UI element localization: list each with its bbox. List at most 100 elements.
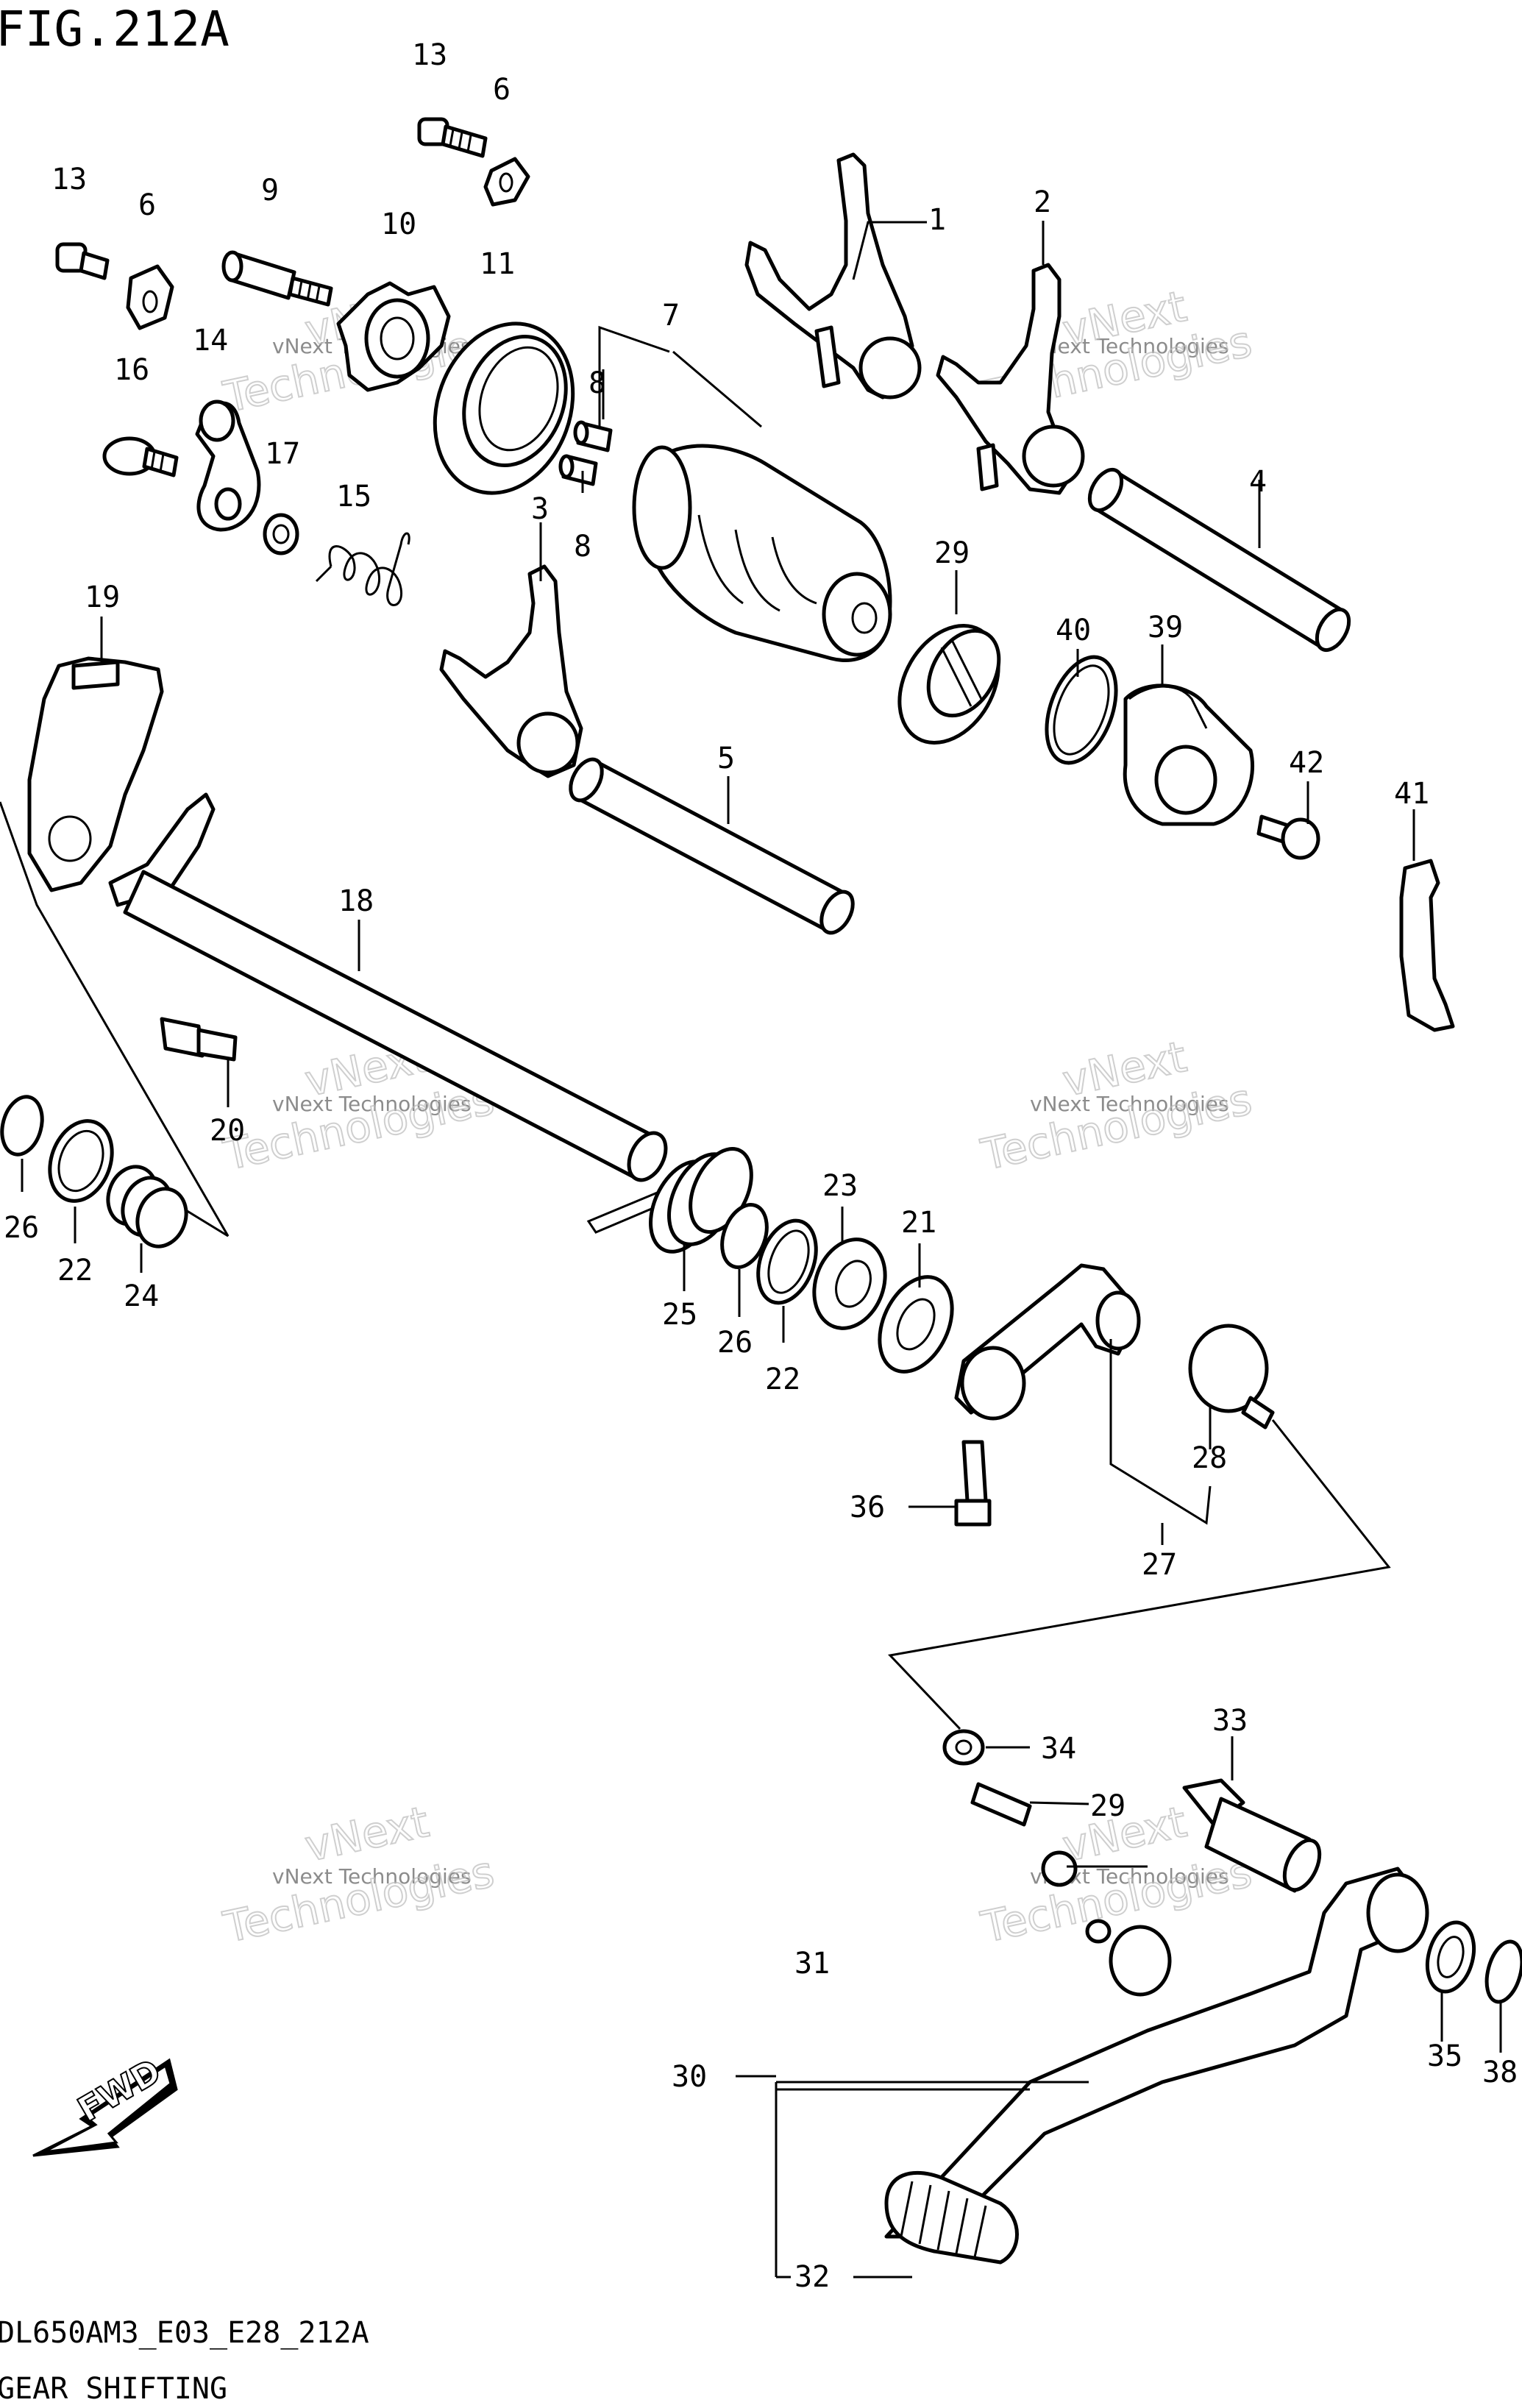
part-27-shift-arm <box>954 1263 1141 1421</box>
callout-42: 42 <box>1289 746 1324 780</box>
callout-30: 30 <box>672 2060 707 2094</box>
callout-19: 19 <box>85 580 120 614</box>
part-12-bearing <box>897 624 1001 745</box>
callout-13: 13 <box>412 38 447 72</box>
part-4-shaft <box>1087 468 1351 652</box>
callout-8: 8 <box>574 530 591 564</box>
callout-15: 15 <box>336 480 371 514</box>
callout-7: 7 <box>662 299 680 333</box>
part-6-lockwasher-top <box>483 157 530 207</box>
watermark-text: vNext Technologies <box>272 1864 472 1889</box>
part-22-washer-right <box>756 1218 818 1305</box>
part-15-spring <box>315 532 410 606</box>
callout-14: 14 <box>193 324 228 358</box>
callout-34: 34 <box>1041 1732 1076 1766</box>
callout-labels: 13 6 1 2 13 6 9 10 11 7 8 8 14 16 17 15 … <box>4 38 1518 2294</box>
watermark-text: vNext Technologies <box>272 1092 472 1116</box>
part-1-shift-fork <box>744 152 922 399</box>
part-3-shift-fork <box>439 564 583 778</box>
part-35-washer <box>1425 1920 1476 1994</box>
watermark-text: Technologies <box>219 1847 499 1953</box>
callout-35: 35 <box>1427 2039 1462 2073</box>
leader-lines <box>21 221 1502 2279</box>
callout-22: 22 <box>765 1363 800 1396</box>
figure-code: DL650AM3_E03_E28_212A <box>0 2316 369 2350</box>
callout-29: 29 <box>1090 1789 1126 1823</box>
callout-9: 9 <box>261 174 279 207</box>
part-38-circlip <box>1484 1939 1522 2004</box>
watermark-text: vNext Technologies <box>1030 334 1229 358</box>
part-41-clamp <box>1399 859 1455 1032</box>
callout-17: 17 <box>265 437 300 471</box>
callout-6: 6 <box>493 73 511 107</box>
part-10-cam-plate <box>336 281 451 392</box>
part-23-oil-seal <box>812 1237 887 1330</box>
callout-12: 29 <box>934 536 970 570</box>
figure-title: FIG.212A <box>0 1 230 57</box>
part-42-bolt <box>1256 814 1320 860</box>
callout-8: 8 <box>588 366 606 400</box>
callout-39: 39 <box>1148 611 1183 644</box>
part-30-gearshift-lever <box>884 1867 1429 2239</box>
callout-40: 40 <box>1056 614 1091 647</box>
part-24-spring-left <box>106 1165 188 1249</box>
callout-3: 3 <box>531 492 549 526</box>
callout-26: 26 <box>717 1326 753 1360</box>
part-22-washer-left <box>48 1119 114 1203</box>
callout-6: 6 <box>138 188 156 222</box>
callout-18: 18 <box>338 884 374 918</box>
callout-16: 16 <box>114 353 149 387</box>
callout-24: 24 <box>124 1279 159 1313</box>
part-17-washer <box>263 513 299 555</box>
callout-33: 33 <box>1212 1704 1248 1738</box>
part-11-bearing <box>433 322 575 495</box>
callout-32: 32 <box>794 2260 830 2294</box>
watermark-text: vNext <box>301 1797 433 1872</box>
part-18-shift-shaft <box>108 792 668 1182</box>
callout-27: 27 <box>1142 1548 1177 1582</box>
callout-28: 28 <box>1192 1441 1227 1475</box>
part-6-lockwasher-left <box>126 264 174 330</box>
part-21-washer <box>878 1275 954 1374</box>
part-16-bolt <box>102 436 179 477</box>
watermark-text: Technologies <box>977 1847 1256 1953</box>
callout-23: 23 <box>822 1169 858 1203</box>
callout-22: 22 <box>57 1254 93 1288</box>
callout-31: 31 <box>794 1947 830 1981</box>
part-26-circlip-left <box>0 1095 44 1157</box>
part-40-o-ring <box>1045 655 1118 765</box>
fwd-arrow-icon: FWD <box>32 2050 178 2157</box>
part-5-shaft <box>569 757 855 935</box>
callout-13: 13 <box>51 163 87 196</box>
part-25-return-spring <box>586 1147 753 1254</box>
shift-rod-line <box>887 1419 1391 1730</box>
figure-name: GEAR SHIFTING <box>0 2372 227 2406</box>
callout-26: 26 <box>4 1211 39 1245</box>
part-34-nut <box>942 1729 985 1766</box>
callout-38: 38 <box>1482 2056 1518 2089</box>
callout-11: 11 <box>480 247 515 281</box>
assembly-triangle <box>0 801 230 1237</box>
part-29-bolt <box>970 1782 1078 1887</box>
callout-5: 5 <box>717 742 735 775</box>
watermark-text: vNext Technologies <box>1030 1092 1229 1116</box>
part-14-stopper-lever <box>195 399 261 532</box>
part-39-sensor <box>1123 683 1255 826</box>
part-7-shift-cam <box>632 444 892 662</box>
part-19-plate <box>27 656 164 892</box>
callout-1: 1 <box>928 203 946 237</box>
part-2-shift-fork <box>936 263 1085 495</box>
part-28-ball-joint <box>1188 1324 1275 1429</box>
part-33-pivot-bolt <box>1182 1778 1322 1893</box>
callout-10: 10 <box>381 207 416 241</box>
part-13-bolt-top <box>417 117 488 158</box>
callout-36: 36 <box>850 1491 885 1524</box>
callout-4: 4 <box>1249 465 1267 499</box>
callout-41: 41 <box>1394 777 1429 811</box>
part-13-bolt-left <box>55 242 110 280</box>
callout-20: 20 <box>210 1114 245 1148</box>
part-36-bolt <box>954 1440 992 1527</box>
part-20-pin <box>160 1017 238 1062</box>
callout-21: 21 <box>901 1206 936 1240</box>
